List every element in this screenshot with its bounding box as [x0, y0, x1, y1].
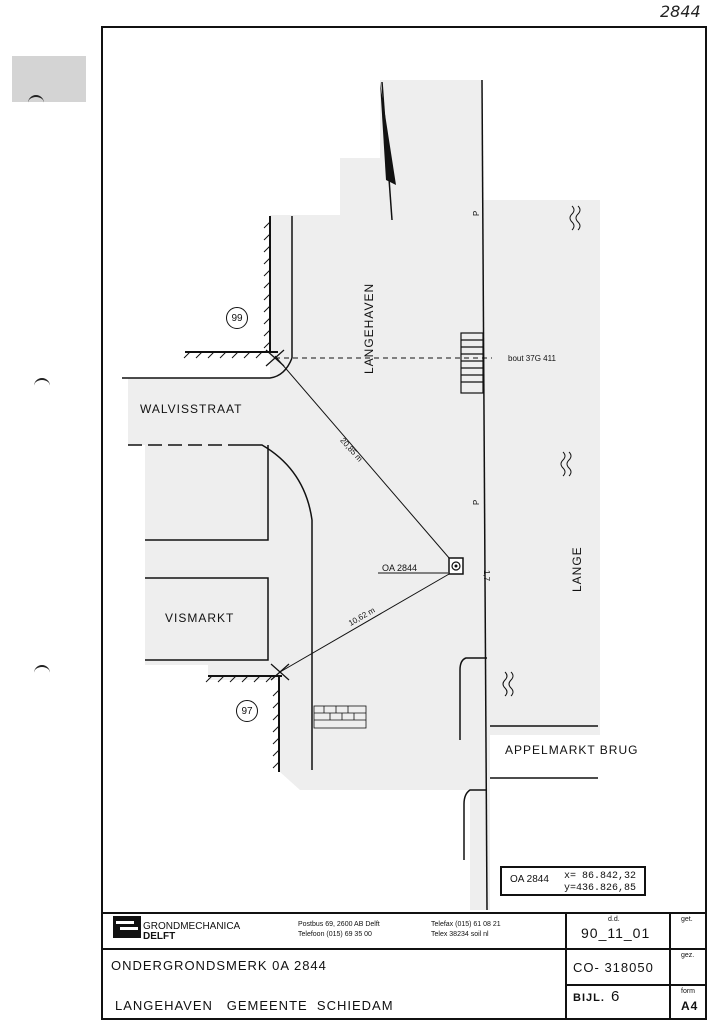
building-facade — [183, 216, 278, 359]
form-label: form — [681, 988, 695, 995]
bolt-label: bout 37G 411 — [508, 354, 556, 363]
street-edge — [122, 357, 293, 379]
distance-line — [279, 569, 457, 673]
benchmark-label: OA 2844 — [382, 563, 418, 573]
coordinate-box: OA 2844 x= 86.842,32 y=436.826,85 — [500, 866, 646, 896]
building-block — [145, 445, 269, 661]
drawing-frame — [101, 26, 707, 1020]
house-number-97: 97 — [236, 700, 258, 722]
fax-telex: Telefax (015) 61 08 21 Telex 38234 soil … — [431, 920, 501, 940]
company-name-line1: GRONDMECHANICA — [143, 921, 241, 932]
staircase-icon — [460, 332, 484, 394]
title-block: GRONDMECHANICA DELFT Postbus 69, 2600 AB… — [103, 912, 705, 1018]
street-label-langehaven: LANGEHAVEN — [362, 282, 376, 374]
corner-point — [265, 349, 290, 681]
benchmark-icon — [448, 557, 464, 575]
north-arrow-icon — [380, 81, 396, 221]
quay-edge — [481, 79, 488, 911]
project-number: CO- 318050 — [573, 960, 654, 975]
telex-line: Telex 38234 soil nl — [431, 931, 489, 938]
punch-hole — [34, 665, 50, 677]
street-label-vismarkt: VISMARKT — [165, 611, 235, 625]
coordinate-x: x= 86.842,32 — [564, 871, 637, 882]
offset-label: 1,7 — [482, 570, 491, 582]
divider — [565, 912, 567, 1018]
street-edge — [236, 444, 313, 770]
punch-hole — [34, 378, 50, 390]
quay-bay — [459, 657, 487, 860]
coordinate-y: y=436.826,85 — [564, 883, 637, 894]
fax-line: Telefax (015) 61 08 21 — [431, 921, 501, 928]
divider — [669, 912, 671, 1018]
divider — [103, 948, 705, 950]
checked-by-label: gez. — [681, 952, 695, 959]
bijlage-number: 6 — [611, 988, 621, 1005]
divider — [565, 984, 705, 986]
drawing-location: LANGEHAVEN GEMEENTE SCHIEDAM — [115, 998, 394, 1013]
postal-address: Postbus 69, 2600 AB Delft Telefoon (015)… — [298, 920, 380, 940]
parking-mark: P — [472, 210, 481, 216]
divider — [103, 912, 705, 914]
map-background — [128, 80, 600, 910]
phone-line: Telefoon (015) 69 35 00 — [298, 931, 372, 938]
street-label-lange: LANGE — [570, 546, 584, 592]
brick-wall-icon — [313, 705, 367, 729]
distance-line — [274, 355, 457, 567]
scan-mark — [12, 56, 86, 102]
bijlage-label: BIJL. — [573, 992, 605, 1004]
company-name-line2: DELFT — [143, 931, 176, 942]
coordinate-id: OA 2844 — [510, 874, 549, 885]
drawing-subject: ONDERGRONDSMERK 0A 2844 — [111, 958, 327, 973]
sheet-number-handwritten: 2844 — [660, 2, 701, 21]
house-number-99: 99 — [226, 307, 248, 329]
drawn-by-label: get. — [681, 916, 693, 923]
form-size: A4 — [681, 999, 699, 1013]
punch-hole — [28, 95, 44, 107]
water-icon — [502, 205, 581, 697]
company-name: GRONDMECHANICA DELFT — [143, 922, 240, 942]
drawing-date: 90_11_01 — [581, 925, 651, 941]
street-label-appelmarkt-brug: APPELMARKT BRUG — [505, 743, 639, 757]
street-label-walvisstraat: WALVISSTRAAT — [140, 402, 243, 416]
company-logo-icon — [113, 916, 141, 938]
parking-mark: P — [472, 499, 481, 505]
date-label: d.d. — [608, 916, 620, 923]
postal-line: Postbus 69, 2600 AB Delft — [298, 921, 380, 928]
building-facade — [205, 675, 282, 772]
